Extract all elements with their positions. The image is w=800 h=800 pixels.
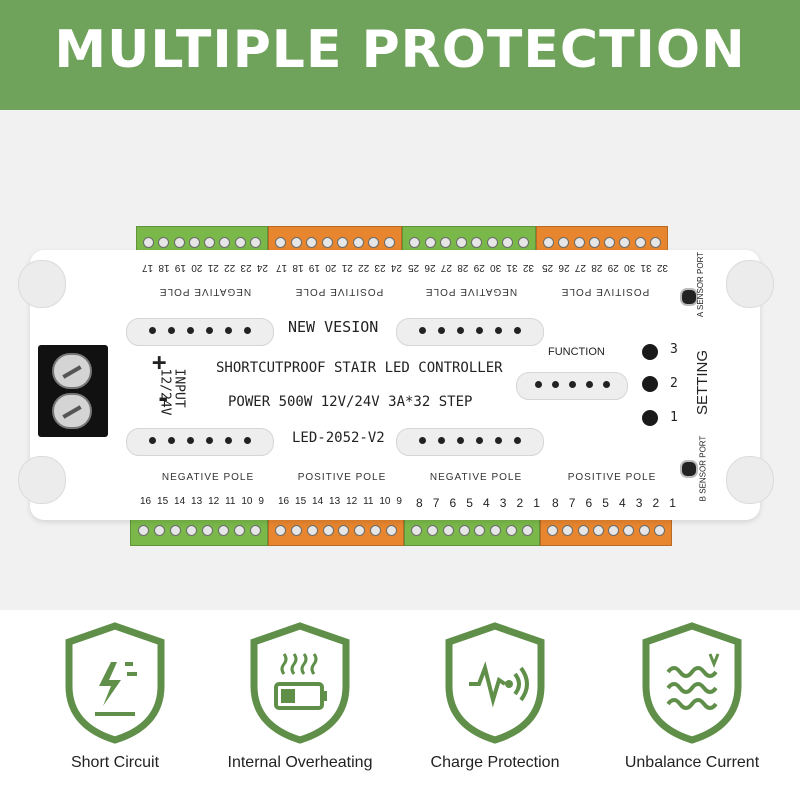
pole-label: POSITIVE POLE	[560, 286, 650, 297]
mount-hole	[726, 456, 774, 504]
version-text: NEW VESION	[288, 318, 379, 336]
minus-sign: -	[156, 384, 171, 412]
feature-caption: Unbalance Current	[624, 754, 760, 771]
screw	[52, 393, 92, 429]
function-slot	[516, 372, 628, 400]
pole-label: POSITIVE POLE	[297, 472, 387, 483]
controller-title: SHORTCUTPROOF STAIR LED CONTROLLER	[216, 360, 503, 376]
feature-caption: Short Circuit	[70, 754, 160, 771]
feature-caption: Internal Overheating	[227, 754, 373, 771]
battery-heat-icon	[250, 622, 350, 744]
screw	[52, 353, 92, 389]
pole-label: NEGATIVE POLE	[424, 286, 518, 297]
setting-button-1[interactable]	[642, 410, 658, 426]
b-sensor-port[interactable]	[680, 460, 698, 478]
pole-label: NEGATIVE POLE	[158, 286, 252, 297]
b-sensor-label: B SENSOR PORT	[698, 435, 708, 502]
feature-unbalance-current: Unbalance Current	[597, 620, 787, 800]
power-spec: POWER 500W 12V/24V 3A*32 STEP	[228, 394, 473, 410]
lightning-icon	[65, 622, 165, 744]
pole-label: NEGATIVE POLE	[429, 472, 523, 483]
mount-hole	[726, 260, 774, 308]
setting-number-3: 3	[670, 342, 678, 357]
power-input-terminal	[38, 345, 108, 437]
plus-sign: +	[152, 348, 167, 376]
led-slot	[396, 428, 544, 456]
feature-overheating: Internal Overheating	[205, 620, 395, 800]
setting-number-1: 1	[670, 410, 678, 425]
pole-label: POSITIVE POLE	[294, 286, 384, 297]
wave-current-icon	[642, 622, 742, 744]
a-sensor-port[interactable]	[680, 288, 698, 306]
feature-short-circuit: Short Circuit	[20, 620, 210, 800]
feature-caption: Charge Protection	[430, 754, 560, 771]
led-slot	[126, 318, 274, 346]
pole-label: NEGATIVE POLE	[161, 472, 255, 483]
feature-charge-protection: Charge Protection	[400, 620, 590, 800]
setting-number-2: 2	[670, 376, 678, 391]
pulse-signal-icon	[445, 622, 545, 744]
led-slot	[126, 428, 274, 456]
mount-hole	[18, 260, 66, 308]
pole-label: POSITIVE POLE	[567, 472, 657, 483]
model-number: LED-2052-V2	[292, 430, 385, 446]
mount-hole	[18, 456, 66, 504]
a-sensor-label: A SENSOR PORT	[696, 251, 706, 318]
function-label: FUNCTION	[548, 346, 605, 358]
led-slot	[396, 318, 544, 346]
setting-button-2[interactable]	[642, 376, 658, 392]
banner: MULTIPLE PROTECTION	[0, 0, 800, 110]
setting-label: SETTING	[694, 349, 712, 416]
banner-title: MULTIPLE PROTECTION	[54, 20, 746, 80]
setting-button-3[interactable]	[642, 344, 658, 360]
